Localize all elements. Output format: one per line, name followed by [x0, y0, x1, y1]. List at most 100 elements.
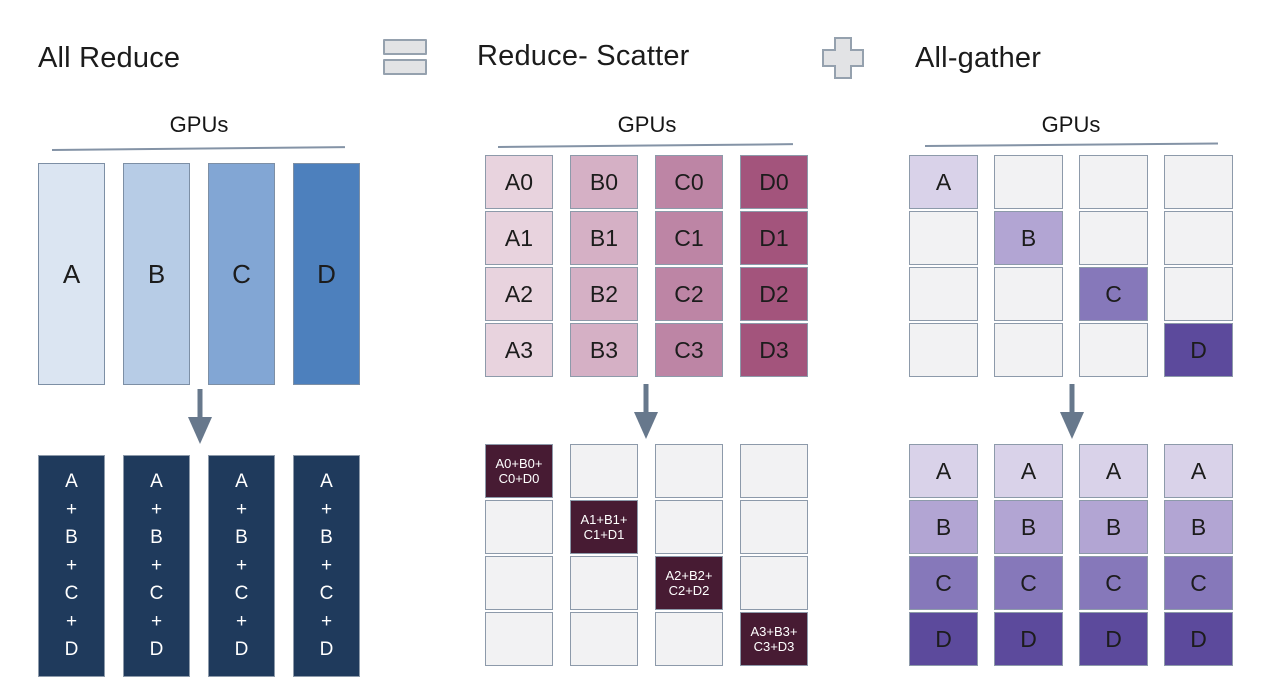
result-cell: A1+B1+C1+D1	[570, 500, 638, 554]
result-cell-line: A0+B0+	[495, 455, 543, 471]
result-cell: D	[994, 612, 1063, 666]
equals-bar-top	[383, 39, 427, 55]
result-column: A0+B0+C0+D0	[485, 444, 553, 666]
empty-cell	[485, 612, 553, 666]
result-column: A + B + C + D	[123, 455, 190, 677]
result-cell-line: A2+B2+	[665, 567, 713, 583]
gpu-cell: C1	[655, 211, 723, 265]
gpu-cell: B3	[570, 323, 638, 377]
result-cell: D	[1164, 612, 1233, 666]
empty-cell	[909, 267, 978, 321]
result-cell: D	[1079, 612, 1148, 666]
empty-cell	[1164, 211, 1233, 265]
empty-cell	[1164, 267, 1233, 321]
empty-cell	[655, 444, 723, 498]
all-reduce-title: All Reduce	[38, 42, 181, 74]
result-cell: A	[1079, 444, 1148, 498]
result-column: A + B + C + D	[208, 455, 275, 677]
result-cell: C	[1164, 556, 1233, 610]
result-cell: C	[1079, 556, 1148, 610]
gpu-column: D	[293, 163, 360, 385]
gpu-cell: C0	[655, 155, 723, 209]
result-cell: C	[994, 556, 1063, 610]
gpu-cell: B	[994, 211, 1063, 265]
result-cell: B	[994, 500, 1063, 554]
result-cell-line: C3+D3	[753, 639, 795, 654]
gpu-cell: A0	[485, 155, 553, 209]
gpus-underline	[497, 143, 793, 148]
gpu-column: B	[123, 163, 190, 385]
gpu-cell: B1	[570, 211, 638, 265]
result-column: A + B + C + D	[38, 455, 105, 677]
gpu-cell: A1	[485, 211, 553, 265]
result-cell: A	[994, 444, 1063, 498]
result-cell: D	[909, 612, 978, 666]
result-cell: C	[909, 556, 978, 610]
empty-cell	[655, 500, 723, 554]
result-cell: A	[909, 444, 978, 498]
gpu-column: B	[994, 155, 1063, 377]
empty-cell	[485, 500, 553, 554]
down-arrow-icon	[634, 384, 658, 439]
gpu-cell: A	[909, 155, 978, 209]
gpu-cell: A2	[485, 267, 553, 321]
result-cell-line: C2+D2	[668, 583, 710, 598]
gpus-underline	[51, 146, 345, 151]
down-arrow-icon	[1060, 384, 1084, 439]
result-cell-line: C1+D1	[583, 527, 625, 542]
empty-cell	[740, 500, 808, 554]
down-arrow-icon	[188, 389, 212, 444]
gpu-cell: C	[1079, 267, 1148, 321]
result-column: A + B + C + D	[293, 455, 360, 677]
result-cell-line: A1+B1+	[580, 511, 628, 527]
gpu-cell: B0	[570, 155, 638, 209]
gpu-cell: D	[1164, 323, 1233, 377]
gpus-label: GPUs	[169, 112, 229, 137]
empty-cell	[994, 267, 1063, 321]
equals-icon	[383, 39, 427, 75]
gpu-column: A	[909, 155, 978, 377]
empty-cell	[570, 556, 638, 610]
result-cell: B	[1079, 500, 1148, 554]
gpus-underline	[924, 142, 1218, 147]
empty-cell	[1164, 155, 1233, 209]
result-cell-line: A3+B3+	[750, 623, 798, 639]
gpu-cell: B2	[570, 267, 638, 321]
gpu-cell: D0	[740, 155, 808, 209]
empty-cell	[909, 323, 978, 377]
gpu-cell: A3	[485, 323, 553, 377]
result-cell: A0+B0+C0+D0	[485, 444, 553, 498]
empty-cell	[740, 556, 808, 610]
empty-cell	[570, 612, 638, 666]
empty-cell	[909, 211, 978, 265]
gpu-cell: D3	[740, 323, 808, 377]
empty-cell	[740, 444, 808, 498]
result-cell: A3+B3+C3+D3	[740, 612, 808, 666]
result-cell-line: C0+D0	[498, 471, 540, 486]
gpu-cell: C3	[655, 323, 723, 377]
empty-cell	[485, 556, 553, 610]
result-column: A3+B3+C3+D3	[740, 444, 808, 666]
gpu-column: C	[208, 163, 275, 385]
empty-cell	[1079, 155, 1148, 209]
equals-bar-bottom	[383, 59, 427, 75]
result-cell: B	[909, 500, 978, 554]
gpus-label: GPUs	[1041, 112, 1101, 137]
empty-cell	[994, 323, 1063, 377]
reduce-scatter-title: Reduce- Scatter	[477, 40, 690, 72]
empty-cell	[994, 155, 1063, 209]
plus-icon	[822, 37, 864, 79]
result-cell: A	[1164, 444, 1233, 498]
gpu-cell: D1	[740, 211, 808, 265]
